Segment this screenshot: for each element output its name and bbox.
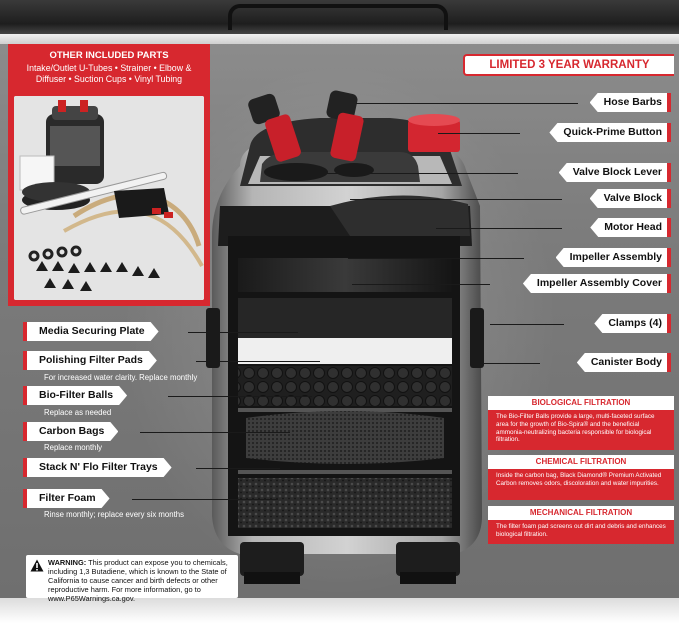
box-lid-fold [0, 34, 679, 44]
leader-line [490, 324, 564, 325]
mechanical-filtration-title: MECHANICAL FILTRATION [488, 506, 674, 520]
callout-valve-block-lever: Valve Block Lever [558, 163, 671, 182]
warning-text: This product can expose you to chemicals… [48, 558, 228, 603]
callout-motor-head: Motor Head [590, 218, 671, 237]
canister-filter-illustration [200, 86, 490, 592]
callout-hose-barbs: Hose Barbs [589, 93, 671, 112]
biological-filtration-text: The Bio-Filter Balls provide a large, mu… [488, 410, 674, 450]
leader-line [290, 173, 518, 174]
note-bio-filter-balls: Replace as needed [44, 408, 112, 417]
leader-line [132, 499, 278, 500]
callout-polishing-filter-pads: Polishing Filter Pads [23, 351, 157, 370]
callout-media-securing-plate: Media Securing Plate [23, 322, 159, 341]
warning-triangle-icon [30, 559, 44, 572]
included-parts-photo [14, 96, 204, 300]
carry-handle [228, 4, 448, 30]
note-polishing-filter-pads: For increased water clarity. Replace mon… [44, 373, 198, 382]
callout-quick-prime-button: Quick-Prime Button [549, 123, 671, 142]
callout-bio-filter-balls: Bio-Filter Balls [23, 386, 127, 405]
leader-line [168, 396, 312, 397]
callout-valve-block: Valve Block [589, 189, 671, 208]
leader-line [480, 363, 540, 364]
biological-filtration-title: BIOLOGICAL FILTRATION [488, 396, 674, 410]
prop65-warning: WARNING: This product can expose you to … [26, 555, 238, 603]
callout-stack-n-flo-filter-trays: Stack N' Flo Filter Trays [23, 458, 172, 477]
callout-clamps: Clamps (4) [594, 314, 671, 333]
callout-filter-foam: Filter Foam [23, 489, 110, 508]
leader-line [348, 258, 524, 259]
leader-line [188, 332, 298, 333]
callout-carbon-bags: Carbon Bags [23, 422, 118, 441]
leader-line [196, 468, 280, 469]
leader-line [196, 361, 320, 362]
leader-line [350, 199, 562, 200]
warning-label: WARNING: [48, 558, 87, 567]
leader-line [436, 228, 562, 229]
warranty-banner: LIMITED 3 YEAR WARRANTY [463, 54, 674, 76]
callout-impeller-assembly-cover: Impeller Assembly Cover [522, 274, 671, 293]
box-bottom-edge [0, 598, 679, 623]
chemical-filtration-title: CHEMICAL FILTRATION [488, 455, 674, 469]
note-filter-foam: Rinse monthly; replace every six months [44, 510, 184, 519]
included-parts-description: Intake/Outlet U-Tubes • Strainer • Elbow… [26, 63, 192, 84]
mechanical-filtration-text: The filter foam pad screens out dirt and… [488, 520, 674, 544]
leader-line [438, 133, 520, 134]
leader-line [140, 432, 290, 433]
callout-canister-body: Canister Body [576, 353, 671, 372]
included-parts-panel: OTHER INCLUDED PARTS Intake/Outlet U-Tub… [8, 44, 210, 306]
note-carbon-bags: Replace monthly [44, 443, 103, 452]
callout-impeller-assembly: Impeller Assembly [555, 248, 671, 267]
leader-line [356, 103, 578, 104]
included-parts-title: OTHER INCLUDED PARTS [49, 50, 169, 61]
chemical-filtration-text: Inside the carbon bag, Black Diamond® Pr… [488, 469, 674, 500]
leader-line [352, 284, 490, 285]
